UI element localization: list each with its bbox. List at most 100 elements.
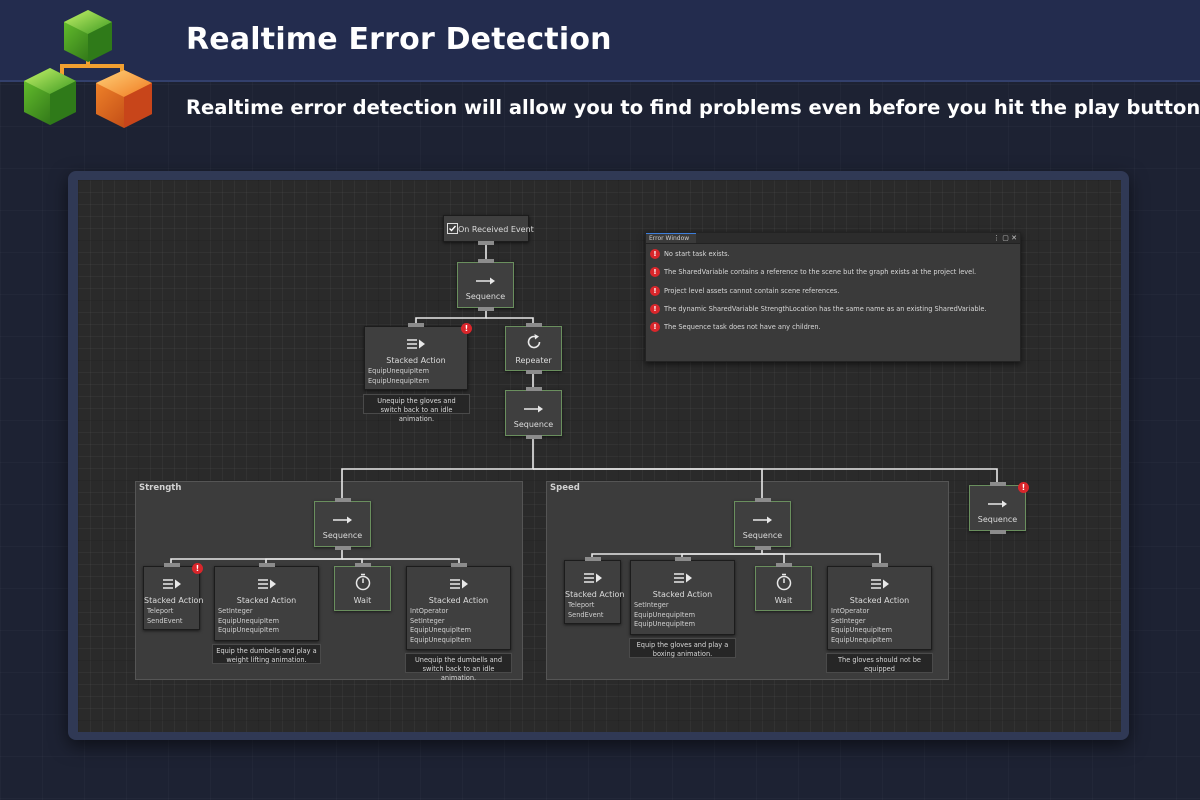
strength-wait-node[interactable]: Wait (334, 563, 391, 611)
error-row[interactable]: ! Project level assets cannot contain sce… (650, 285, 839, 297)
action-item: EquipUnequipItem (634, 620, 696, 629)
action-item: SetInteger (218, 607, 253, 615)
action-list: Teleport SendEvent (147, 607, 183, 626)
error-row[interactable]: ! The dynamic SharedVariable StrengthLoca… (650, 303, 987, 315)
action-item: IntOperator (410, 607, 449, 615)
action-item: EquipUnequipItem (831, 635, 893, 644)
error-message: The dynamic SharedVariable StrengthLocat… (664, 305, 987, 313)
error-row[interactable]: !The Sequence task does not have any chi… (650, 321, 821, 333)
error-icon: ! (650, 322, 660, 332)
error-row[interactable]: !No start task exists. (650, 248, 730, 260)
node-label: Stacked Action (386, 356, 446, 365)
node-label: Sequence (977, 515, 1018, 524)
action-item: EquipUnequipItem (410, 635, 472, 644)
stacked-action-icon (631, 569, 734, 588)
node-label: Sequence (322, 531, 363, 540)
orphan-sequence-node[interactable]: Sequence (969, 482, 1026, 534)
node-comment: Equip the dumbells and play a weight lif… (212, 644, 321, 664)
error-row[interactable]: ! The SharedVariable contains a reference… (650, 266, 976, 278)
action-list: IntOperator SetInteger EquipUnequipItem … (831, 607, 892, 645)
stacked-action-icon (365, 335, 467, 354)
node-comment: The gloves should not be equipped (826, 653, 933, 673)
node-label: Stacked Action (144, 596, 204, 605)
action-item: SendEvent (568, 610, 604, 619)
error-window[interactable]: Error Window ⋮ ▢ ✕ !No start task exists… (645, 232, 1021, 362)
sequence-node[interactable]: Sequence (505, 387, 562, 439)
timer-icon (756, 573, 811, 595)
error-icon: ! (650, 267, 660, 277)
node-label: Repeater (515, 356, 552, 365)
action-item: EquipUnequipItem (368, 376, 430, 385)
strength-stacked-action-3-node[interactable]: Stacked Action IntOperator SetInteger Eq… (406, 563, 511, 650)
action-list: SetInteger EquipUnequipItem EquipUnequip… (634, 601, 695, 630)
action-item: EquipUnequipItem (368, 367, 430, 375)
strength-stacked-action-2-node[interactable]: Stacked Action SetInteger EquipUnequipIt… (214, 563, 319, 641)
page-title: Realtime Error Detection (186, 22, 612, 57)
refresh-icon (506, 333, 561, 355)
root-sequence-node[interactable]: Sequence (457, 259, 514, 311)
tab-error-window[interactable]: Error Window (646, 233, 696, 243)
page-subtitle: Realtime error detection will allow you … (186, 96, 1200, 119)
node-label: Stacked Action (652, 590, 713, 599)
speed-stacked-action-1-node[interactable]: Stacked Action Teleport SendEvent (564, 557, 625, 624)
node-label: Stacked Action (236, 596, 297, 605)
window-controls[interactable]: ⋮ ▢ ✕ (993, 234, 1017, 242)
action-list: Teleport SendEvent (568, 601, 604, 620)
node-comment: Unequip the dumbells and switch back to … (405, 653, 512, 682)
speed-stacked-action-3-node[interactable]: Stacked Action IntOperator SetInteger Eq… (827, 563, 932, 650)
node-label: Sequence (513, 420, 554, 429)
entry-on-received-event-node[interactable]: On Received Event (443, 215, 534, 245)
stacked-action-icon (565, 569, 620, 588)
error-icon: ! (650, 304, 660, 314)
group-label: Strength (139, 483, 182, 493)
group-label: Speed (550, 483, 580, 493)
action-item: Teleport (568, 601, 595, 609)
arrow-right-icon (458, 271, 513, 290)
action-list: EquipUnequipItem EquipUnequipItem (368, 367, 429, 386)
stacked-action-icon (828, 575, 931, 594)
error-window-titlebar[interactable]: Error Window ⋮ ▢ ✕ (646, 233, 1020, 244)
action-item: EquipUnequipItem (218, 616, 280, 625)
stacked-action-icon (144, 575, 199, 594)
error-icon: ! (650, 286, 660, 296)
header-banner (0, 0, 1200, 82)
checkbox-icon (447, 223, 458, 234)
node-label: Stacked Action (565, 590, 625, 599)
error-badge-icon: ! (461, 323, 472, 334)
node-label: Sequence (465, 292, 506, 301)
node-comment: Unequip the gloves and switch back to an… (363, 394, 470, 423)
strength-stacked-action-1-node[interactable]: Stacked Action Teleport SendEvent (143, 563, 204, 630)
action-item: EquipUnequipItem (634, 610, 696, 619)
arrow-right-icon (970, 494, 1025, 513)
error-message: No start task exists. (664, 250, 730, 258)
node-label: Stacked Action (849, 596, 910, 605)
error-message: Project level assets cannot contain scen… (664, 287, 840, 295)
action-item: EquipUnequipItem (218, 626, 280, 635)
node-label: Stacked Action (428, 596, 489, 605)
arrow-right-icon (735, 510, 790, 529)
node-label: On Received Event (458, 225, 534, 234)
arrow-right-icon (315, 510, 370, 529)
speed-wait-node[interactable]: Wait (755, 563, 812, 611)
node-comment: Equip the gloves and play a boxing anima… (629, 638, 736, 658)
action-item: SetInteger (831, 616, 866, 625)
action-item: SendEvent (147, 616, 183, 625)
action-item: EquipUnequipItem (410, 626, 472, 635)
action-item: IntOperator (831, 607, 870, 615)
timer-icon (335, 573, 390, 595)
speed-sequence-node[interactable]: Sequence (734, 498, 791, 550)
speed-stacked-action-2-node[interactable]: Stacked Action SetInteger EquipUnequipIt… (630, 557, 735, 635)
strength-sequence-node[interactable]: Sequence (314, 498, 371, 550)
repeater-node[interactable]: Repeater (505, 323, 562, 374)
stacked-action-node[interactable]: Stacked Action EquipUnequipItem EquipUne… (364, 323, 468, 390)
error-message: The SharedVariable contains a reference … (664, 268, 977, 276)
action-list: SetInteger EquipUnequipItem EquipUnequip… (218, 607, 279, 636)
arrow-right-icon (506, 399, 561, 418)
node-label: Wait (353, 596, 372, 605)
action-item: SetInteger (410, 616, 445, 625)
stacked-action-icon (407, 575, 510, 594)
error-badge-icon: ! (1018, 482, 1029, 493)
error-badge-icon: ! (192, 563, 203, 574)
action-item: SetInteger (634, 601, 669, 609)
node-label: Sequence (742, 531, 783, 540)
